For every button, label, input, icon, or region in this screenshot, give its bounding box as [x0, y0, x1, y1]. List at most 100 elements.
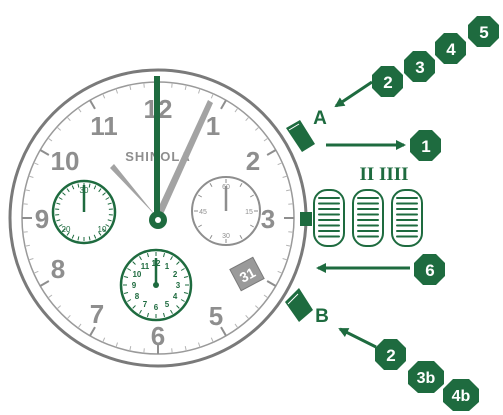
minute-tick — [263, 137, 269, 142]
minute-tick — [198, 88, 201, 94]
minute-tick — [184, 346, 187, 352]
minute-tick — [286, 189, 292, 192]
subdial-tick — [127, 268, 132, 271]
subdial-left-label-10: 10 — [98, 225, 107, 234]
badge-a-step-5-shape — [468, 16, 499, 47]
minute-tick — [129, 84, 132, 90]
minute-tick — [245, 116, 250, 121]
pusher-b-body — [285, 288, 313, 322]
minute-tick — [245, 315, 250, 320]
subdial-tick — [107, 219, 112, 222]
hands-pivot-center — [155, 217, 161, 223]
badge-b-step-4b-label: 4b — [452, 388, 471, 405]
watch-face: 12 1 2 3 5 6 7 8 9 10 11 SHINOLA 30 20 1… — [8, 68, 308, 368]
badge-a-step-4-shape — [435, 33, 466, 64]
minute-tick — [234, 107, 239, 113]
badge-pull-out-shape — [410, 130, 441, 161]
hour-hand — [110, 164, 160, 221]
crown-position-1 — [313, 189, 345, 247]
minute-tick — [282, 175, 288, 178]
subdial-tick — [71, 234, 75, 239]
numeral-9: 9 — [35, 204, 49, 234]
numeral-8: 8 — [51, 254, 65, 284]
subdial-tick — [132, 261, 136, 265]
date-window-frame — [229, 256, 265, 292]
subdial-tick — [56, 202, 61, 205]
minute-tick — [22, 203, 28, 205]
minute-tick — [66, 116, 71, 121]
subdial-tick — [249, 224, 254, 228]
subdial-tick — [209, 234, 213, 239]
subdial-tick — [176, 261, 180, 265]
badge-a-step-2: 2 — [372, 66, 403, 97]
crown-positions: II IIII — [313, 164, 423, 247]
subdial-tick — [239, 234, 243, 239]
subdial-bottom-number: 4 — [173, 292, 178, 301]
crown-stem — [300, 212, 312, 226]
minute-tick — [266, 280, 277, 287]
subdial-tick — [183, 292, 189, 295]
subdial-bottom-number: 9 — [132, 281, 137, 290]
minute-tick — [143, 82, 145, 88]
minute-tick — [102, 337, 106, 343]
minute-tick — [263, 294, 269, 299]
subdial-tick — [105, 197, 110, 200]
subdial-right-ticks — [194, 179, 258, 243]
badge-push-in: 6 — [414, 254, 445, 285]
subdial-tick — [93, 234, 97, 239]
minute-tick — [24, 244, 30, 247]
badge-a-step-3: 3 — [404, 51, 435, 82]
subdial-tick — [132, 305, 136, 309]
numeral-5: 5 — [209, 301, 223, 331]
minute-tick — [220, 326, 227, 337]
badge-a-step-3-label: 3 — [415, 58, 424, 77]
subdial-left-label-20: 20 — [62, 225, 71, 234]
subdial-tick — [98, 188, 102, 193]
subdial-tick — [146, 252, 149, 258]
subdial-tick — [58, 197, 63, 200]
minute-tick — [210, 337, 214, 343]
numeral-2: 2 — [246, 146, 260, 176]
subdial-bottom: 121234567891011 — [119, 248, 193, 322]
subdial-tick — [62, 192, 66, 196]
subdial-bottom-number: 10 — [132, 270, 141, 279]
minute-tick — [198, 342, 201, 348]
badge-b-step-2: 2 — [375, 339, 406, 370]
subdial-tick — [139, 309, 142, 314]
subdial-right-label-45: 45 — [199, 209, 207, 216]
minute-tick — [184, 84, 187, 90]
minute-tick — [220, 99, 227, 110]
crown-position-3 — [391, 189, 423, 247]
pusher-a-ridge — [288, 123, 300, 131]
subdial-tick — [180, 299, 185, 302]
minute-tick — [39, 149, 50, 156]
subdial-bottom-ticks — [123, 252, 189, 318]
subdial-bottom-number: 5 — [165, 300, 170, 309]
subdial-tick — [77, 236, 80, 241]
badge-a-step-2-shape — [372, 66, 403, 97]
pusher-a — [286, 120, 315, 152]
subdial-tick — [183, 275, 189, 278]
subdial-tick — [88, 183, 91, 188]
subdial-left: 30 20 10 — [51, 179, 117, 245]
minute-tick — [143, 348, 145, 354]
minute-tick — [282, 258, 288, 261]
subdial-tick — [239, 183, 243, 188]
subdial-tick — [123, 292, 129, 295]
main-hands — [110, 76, 213, 229]
minute-tick — [288, 231, 294, 233]
subdial-tick — [56, 219, 61, 222]
numeral-6: 6 — [151, 321, 165, 351]
badge-b-step-2-label: 2 — [386, 346, 395, 365]
subdial-tick — [170, 309, 173, 314]
numeral-11: 11 — [90, 111, 118, 141]
subdial-tick — [123, 275, 129, 278]
subdial-tick — [88, 236, 91, 241]
badge-b-step-2-shape — [375, 339, 406, 370]
crown — [300, 212, 312, 226]
subdial-tick — [198, 194, 203, 198]
minute-tick — [286, 244, 292, 247]
pusher-b — [285, 288, 313, 322]
minute-tick — [234, 323, 239, 329]
